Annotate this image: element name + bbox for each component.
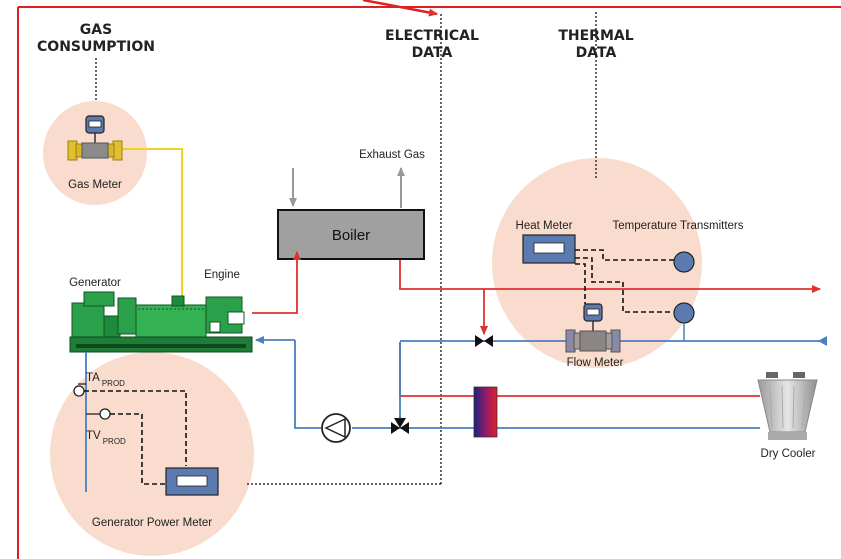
electrical-data-header-line2: DATA: [412, 45, 453, 61]
temperature-transmitter-return-icon: [673, 302, 695, 324]
hot-lines: [252, 251, 821, 397]
temperature-transmitters-label: Temperature Transmitters: [612, 220, 743, 232]
generator-label: Generator: [69, 277, 121, 289]
tv-text: TV: [86, 430, 101, 442]
heat-meter-signal-lines: [575, 249, 675, 313]
generator-engine-icon: [69, 291, 253, 353]
return-inlet-arrowhead: [818, 336, 827, 346]
heat-meter-label: Heat Meter: [516, 220, 573, 232]
flow-meter-label: Flow Meter: [567, 357, 624, 369]
ta-current-transformer-icon: [73, 385, 85, 397]
power-meter-signal-lines: [84, 390, 187, 485]
exhaust-gas-label: Exhaust Gas: [359, 149, 425, 161]
thermal-data-header-line2: DATA: [576, 45, 617, 61]
thermal-data-header-line1: THERMAL: [558, 28, 633, 44]
tv-voltage-transformer-icon: [99, 408, 111, 420]
generator-power-meter-icon: [165, 467, 219, 496]
gas-meter-icon: [67, 115, 123, 161]
electrical-data-header-line1: ELECTRICAL: [385, 28, 479, 44]
boiler-label: Boiler: [332, 227, 370, 244]
temperature-transmitter-supply-icon: [673, 251, 695, 273]
gas-line: [122, 148, 183, 303]
generator-power-meter-label: Generator Power Meter: [92, 517, 212, 529]
ta-prod-subscript: PROD: [102, 379, 125, 388]
dry-cooler-label: Dry Cooler: [761, 448, 816, 460]
power-meter-zone: [50, 352, 254, 556]
pump-icon: [321, 413, 351, 443]
gas-consumption-header-line2: CONSUMPTION: [37, 39, 155, 55]
ta-text: TA: [86, 372, 100, 384]
gas-meter-label: Gas Meter: [68, 179, 122, 191]
heat-meter-icon: [522, 234, 576, 264]
three-way-valve-upper: [475, 335, 493, 347]
data-connectors: [95, 12, 597, 485]
dry-cooler-icon: [757, 372, 818, 440]
engine-label: Engine: [204, 269, 240, 281]
heat-exchanger: [473, 386, 498, 438]
thermal-meter-zone: [492, 158, 702, 368]
tv-prod-subscript: PROD: [103, 437, 126, 446]
boiler: [277, 209, 425, 260]
three-way-valve-lower: [391, 418, 409, 434]
flow-meter-icon: [565, 303, 621, 353]
red-frame: [17, 0, 841, 559]
gas-consumption-header-line1: GAS: [80, 22, 112, 38]
